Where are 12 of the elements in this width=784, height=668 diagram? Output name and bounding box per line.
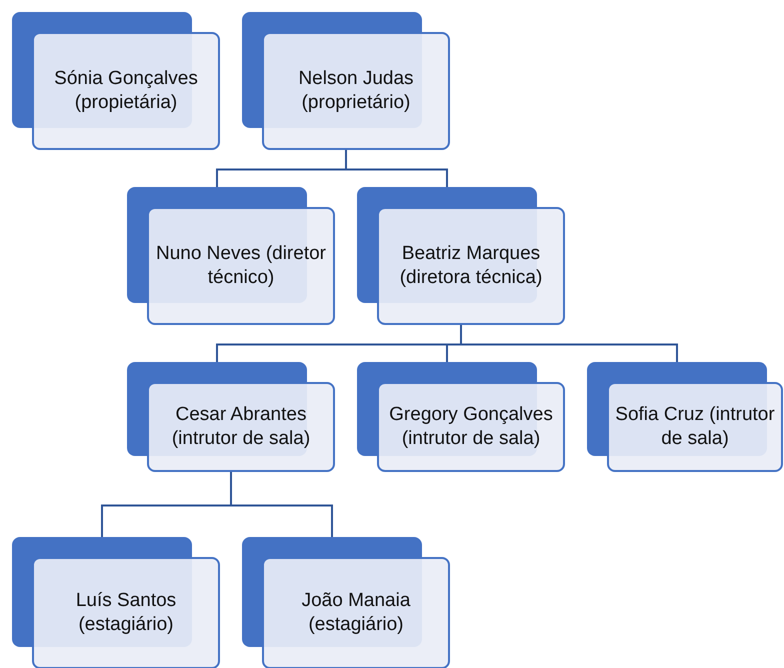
person-label: Sónia Gonçalves (propietária) [53, 67, 199, 115]
person-label: Nelson Judas (proprietário) [297, 67, 415, 115]
person-label: Gregory Gonçalves (intrutor de sala) [388, 403, 554, 451]
connector-line [230, 472, 333, 537]
person-label: Nuno Neves (diretor técnico) [154, 242, 328, 290]
connector-line [460, 325, 678, 362]
person-label: Luís Santos (estagiário) [74, 589, 178, 637]
connector-line [345, 150, 448, 187]
person-label: Beatriz Marques (diretora técnica) [398, 242, 544, 290]
person-label: Cesar Abrantes (intrutor de sala) [170, 403, 312, 451]
person-label: Sofia Cruz (intrutor de sala) [614, 403, 776, 451]
person-label: João Manaia (estagiário) [300, 589, 412, 637]
